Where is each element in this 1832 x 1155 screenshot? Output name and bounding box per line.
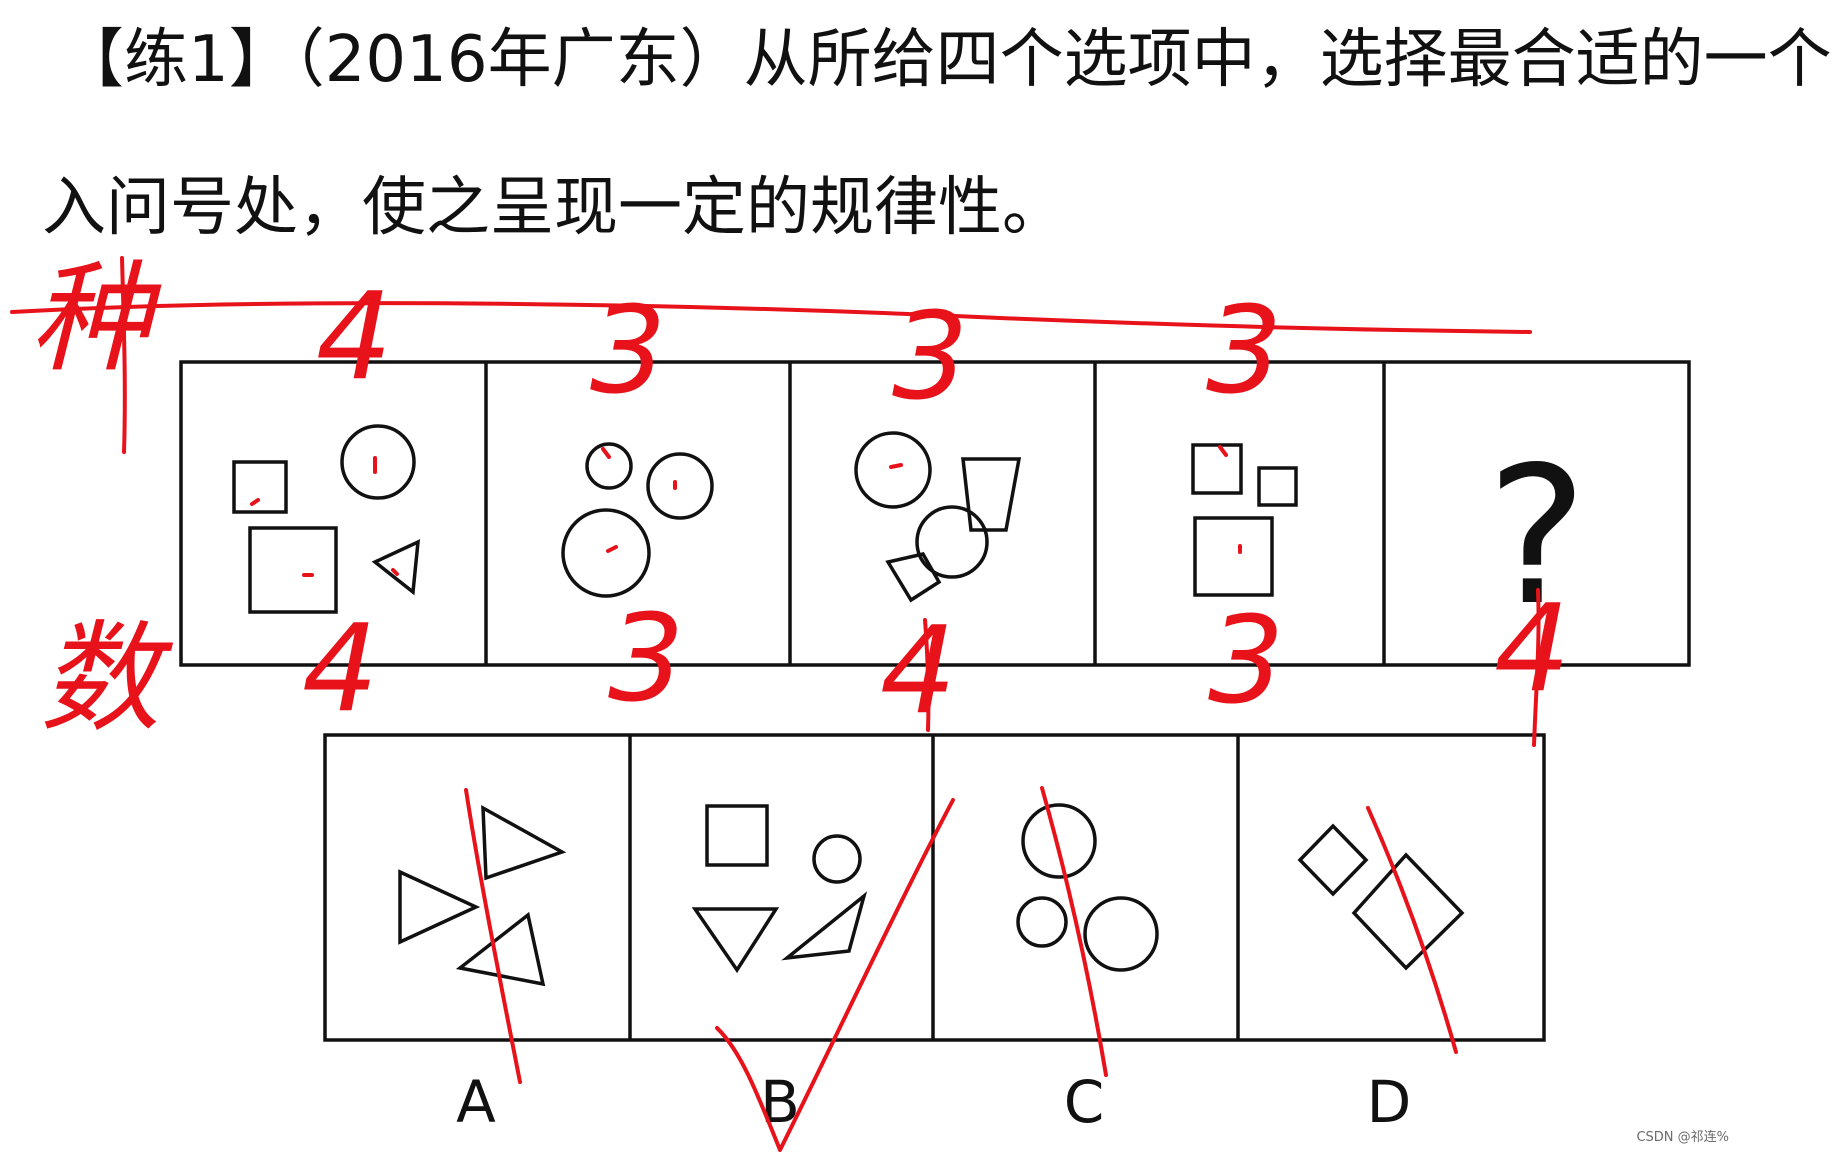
diamond-shape [1297,823,1369,897]
ink-top-count-1: 4 [316,268,392,407]
triangle-shape [371,539,421,596]
question-cell-1 [232,424,421,614]
ink-tick [1218,445,1228,457]
ink-bottom-count-3: 4 [880,602,956,741]
puzzle-figure: ? A B [10,250,1691,1152]
square-shape [232,460,288,514]
ink-tick [606,545,618,553]
ink-tick [889,463,903,469]
circle-shape [585,442,633,490]
ink-tick [601,447,611,459]
option-c-label[interactable]: C [1064,1068,1105,1136]
option-d-label[interactable]: D [1367,1068,1412,1136]
options-row [323,733,1546,1042]
ink-row-label-bottom: 数 [40,610,174,749]
triangle-shape [481,804,567,881]
ink-bottom-count-2: 3 [608,590,684,729]
option-c-figure[interactable] [1016,803,1159,972]
question-cell-2 [561,442,714,598]
option-a-strike [464,788,522,1084]
handwritten-annotations [10,256,1541,1152]
ink-row-label-top: 种 [30,250,162,389]
circle-shape [561,508,651,598]
ink-stroke [923,618,931,732]
square-shape [1191,443,1243,495]
option-b-checkmark [715,798,955,1152]
ink-tick [250,498,260,506]
ink-underline [10,301,1532,334]
ink-tick [391,568,399,576]
question-row-frame [179,360,1691,667]
ink-top-count-2: 3 [590,282,666,421]
circle-shape [1021,803,1097,879]
question-cell-3 [854,431,1022,603]
circle-shape [812,834,862,884]
trapezoid-shape [961,457,1022,532]
square-shape [1257,466,1298,507]
ink-bottom-count-4: 3 [1208,592,1284,731]
quadrilateral-shape [885,552,942,603]
option-d-strike [1366,806,1458,1054]
circle-shape [915,505,989,579]
option-b-figure[interactable] [691,804,868,974]
ink-bottom-count-1: 4 [302,600,378,739]
question-row [179,360,1691,667]
option-c-strike [1040,786,1108,1077]
question-line-2: 入问号处，使之呈现一定的规律性。 [42,171,1066,245]
circle-shape [1083,896,1159,972]
circle-shape [1016,896,1068,948]
triangle-shape [398,869,481,945]
diamond-shape [1351,852,1465,971]
watermark: CSDN @祁连% [1636,1130,1729,1145]
option-a-label[interactable]: A [456,1068,496,1136]
triangle-shape [455,911,546,987]
circle-shape [646,452,714,520]
question-line-1: 【练1】（2016年广东）从所给四个选项中，选择最合适的一个 [60,23,1832,97]
option-a-figure[interactable] [398,804,567,987]
square-shape [1193,516,1274,597]
square-shape [248,526,338,614]
question-cell-4 [1191,443,1298,597]
triangle-shape [781,891,868,961]
square-shape [705,804,769,867]
triangle-shape [691,907,780,974]
circle-shape [854,431,932,509]
option-d-figure[interactable] [1297,823,1465,971]
ink-top-count-3: 3 [892,288,968,427]
circle-shape [340,424,416,500]
ink-stroke [120,256,127,454]
ink-bottom-count-5: 4 [1494,580,1570,719]
ink-top-count-4: 3 [1206,282,1282,421]
ink-stroke [1532,588,1541,747]
